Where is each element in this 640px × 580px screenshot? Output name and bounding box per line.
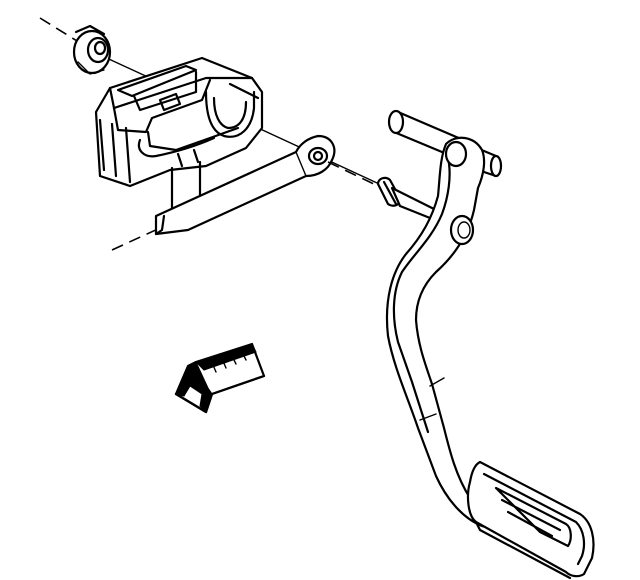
arrow-shading [175,361,213,413]
sensor-module [94,56,264,188]
retaining-nut [72,24,112,75]
pedal-pad [466,460,595,580]
mounting-stud [327,161,442,224]
lower-centerline [111,227,161,251]
upper-centerline [39,17,99,55]
pedal-arm [385,136,524,532]
stud-centerline [327,161,379,187]
direction-arrow [174,342,266,414]
sensor-lever-arm [154,134,336,236]
